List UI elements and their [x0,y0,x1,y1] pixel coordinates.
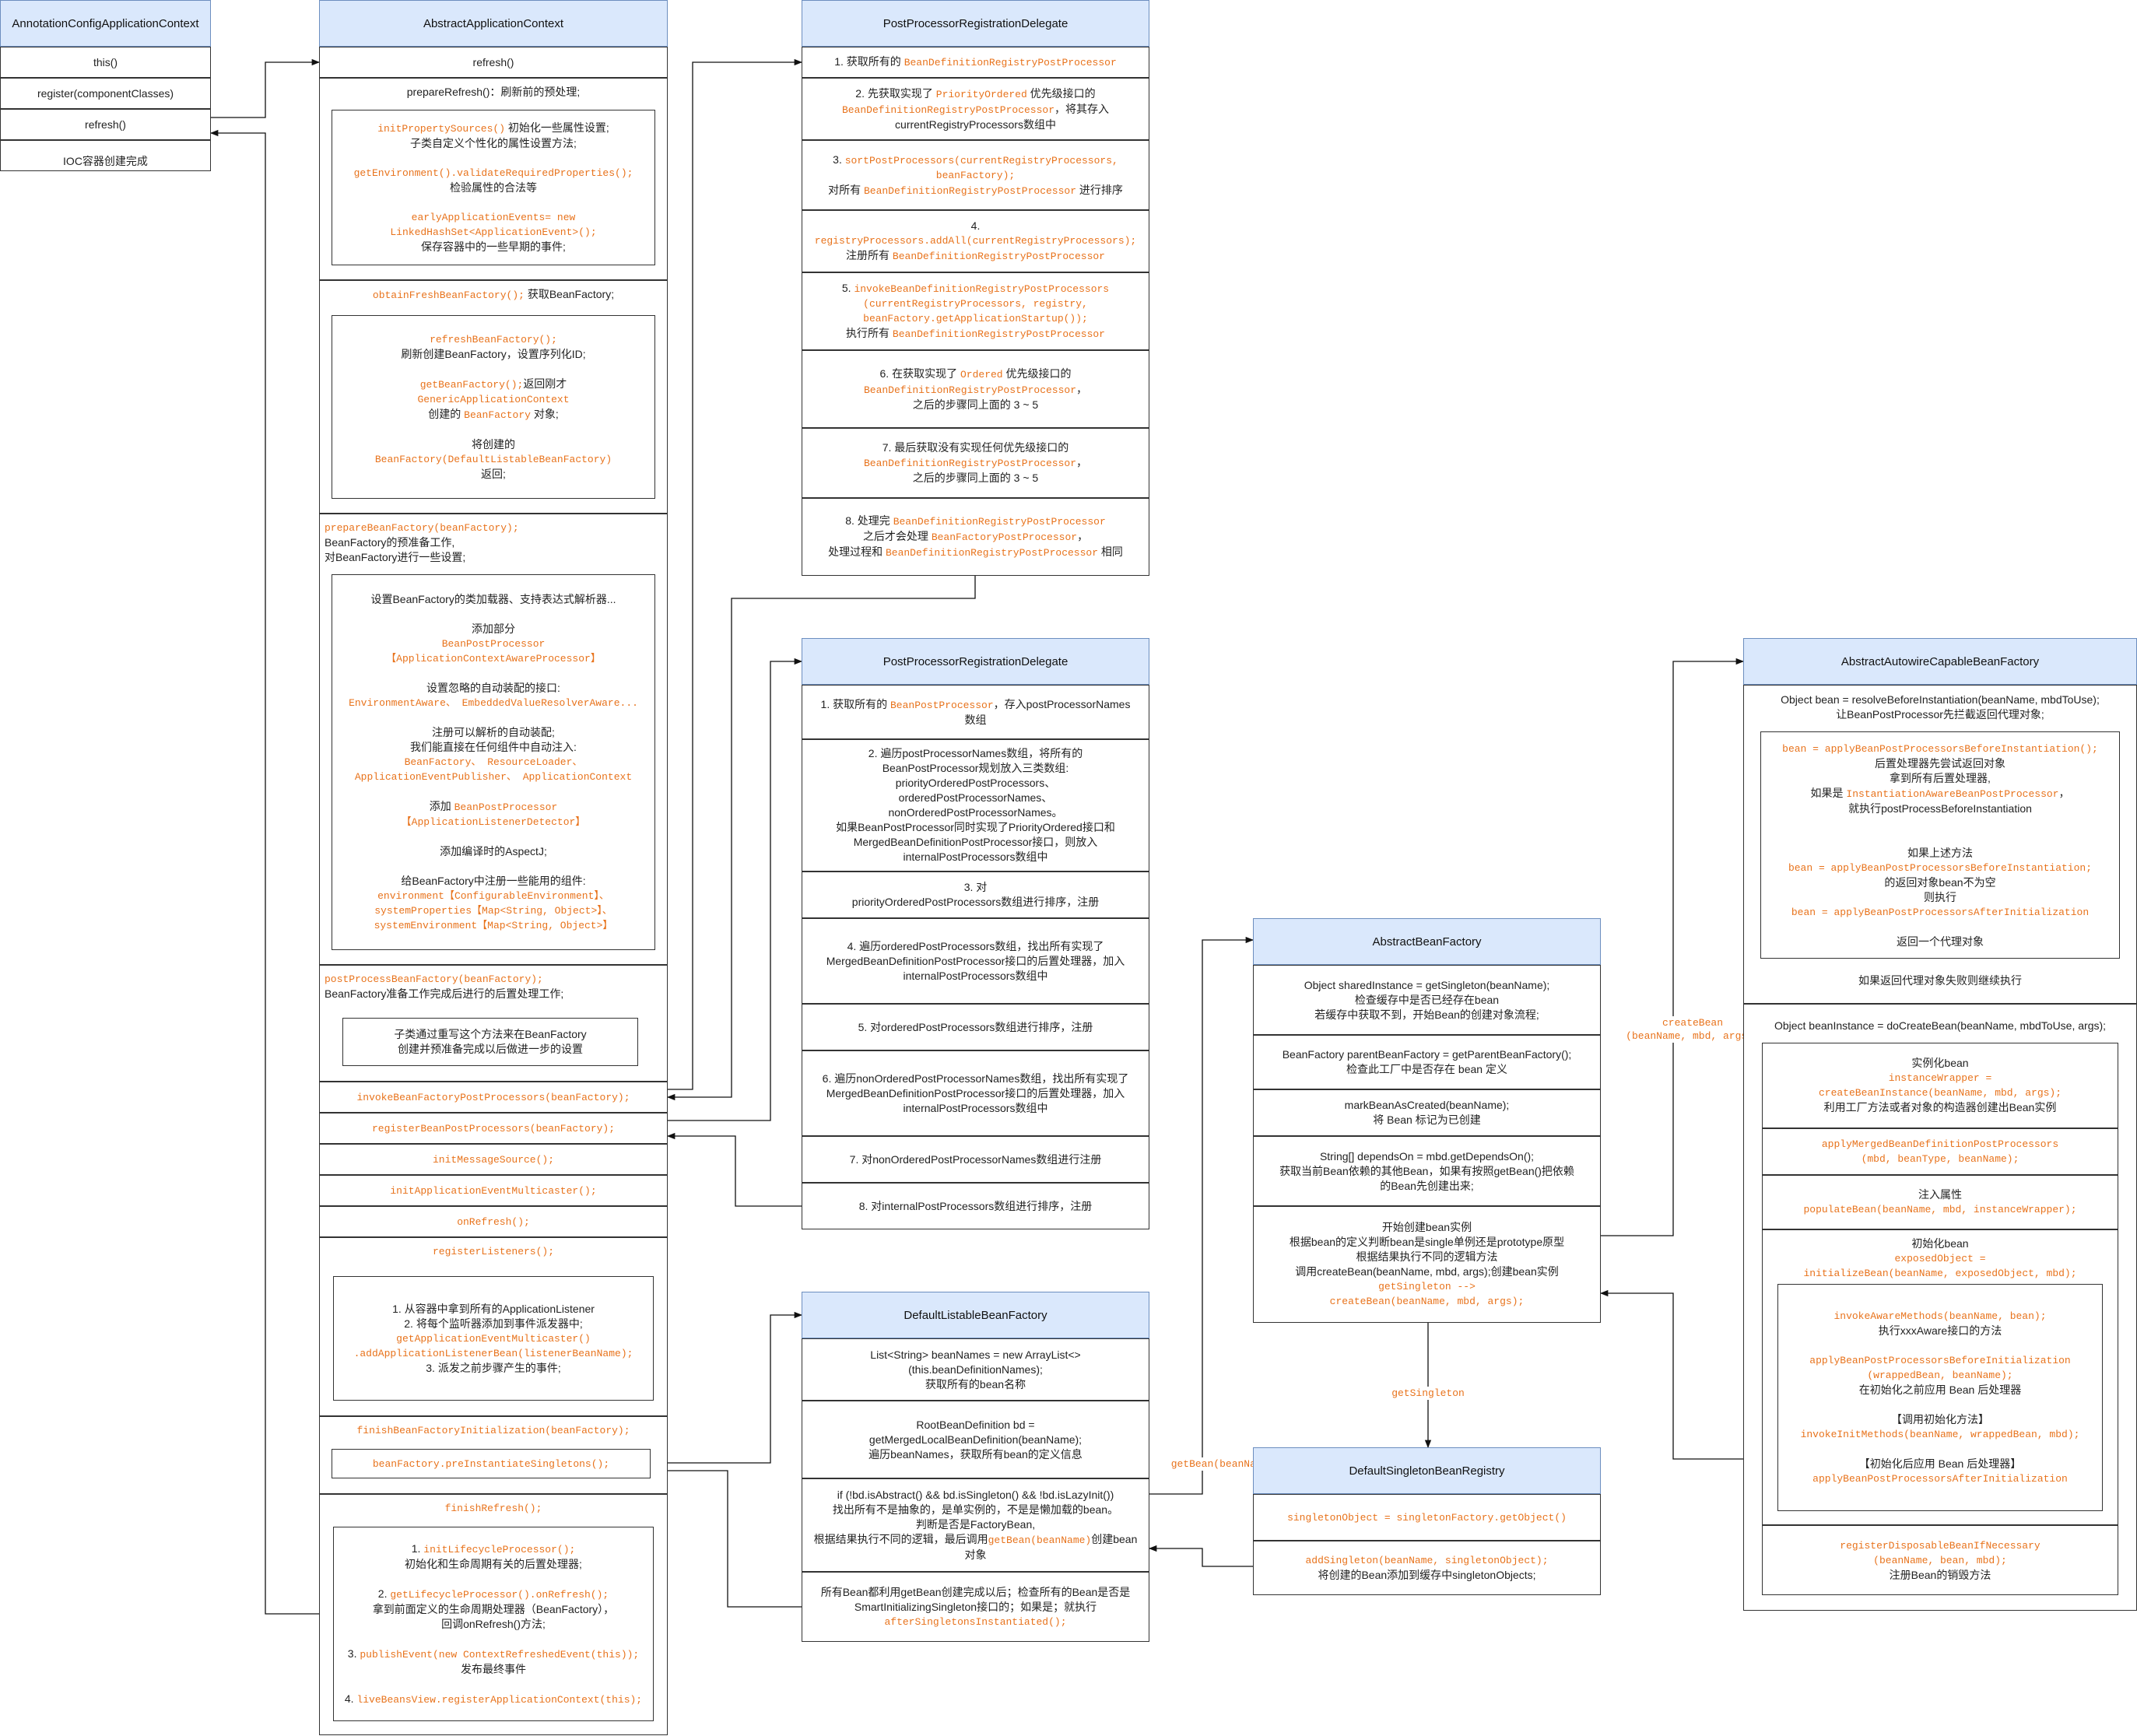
pprd1-row-8: 8. 处理完 BeanDefinitionRegistryPostProcess… [802,498,1149,576]
abf-title: AbstractBeanFactory [1253,918,1601,965]
pprd2-title: PostProcessorRegistrationDelegate [802,638,1149,685]
pprd2-row-3: 3. 对 priorityOrderedPostProcessors数组进行排序… [802,872,1149,918]
acac-row-done: IOC容器创建完成 [0,140,211,171]
edge-pprd2-return [666,1132,802,1207]
pprd2-row-4: 4. 遍历orderedPostProcessors数组，找出所有实现了 Mer… [802,918,1149,1004]
aacbf-merged-bd-pp: applyMergedBeanDefinitionPostProcessors … [1762,1128,2118,1175]
pprd1-row-5: 5. invokeBeanDefinitionRegistryPostProce… [802,272,1149,350]
dlbf-row-2: RootBeanDefinition bd = getMergedLocalBe… [802,1401,1149,1478]
abf-row-1: Object sharedInstance = getSingleton(bea… [1253,965,1601,1035]
pprd2-row-2: 2. 遍历postProcessorNames数组，将所有的 BeanPostP… [802,739,1149,872]
pprd1-row-4: 4. registryProcessors.addAll(currentRegi… [802,210,1149,272]
aac-title: AbstractApplicationContext [319,0,668,47]
abf-row-5: 开始创建bean实例 根据bean的定义判断bean是single单例还是pro… [1253,1206,1601,1323]
aacbf-register-disposable: registerDisposableBeanIfNecessary (beanN… [1762,1525,2118,1595]
edge-register-bpp [668,658,803,1121]
edge-label-get-bean: getBean(beanName) [1167,1457,1278,1471]
aac-register-listeners-inner: 1. 从容器中拿到所有的ApplicationListener 2. 将每个监听… [333,1276,654,1401]
pprd2-row-6: 6. 遍历nonOrderedPostProcessorNames数组，找出所有… [802,1050,1149,1136]
dlbf-row-1: List<String> beanNames = new ArrayList<>… [802,1338,1149,1401]
abf-row-2: BeanFactory parentBeanFactory = getParen… [1253,1035,1601,1089]
edge-preinstantiate [651,1311,803,1464]
edge-getbean [1149,936,1254,1495]
dlbf-title: DefaultListableBeanFactory [802,1292,1149,1338]
edge-pprd1-return [666,576,976,1101]
edge-label-get-singleton: getSingleton [1381,1387,1475,1400]
acac-row-this: this() [0,47,211,78]
pprd1-row-1: 1. 获取所有的 BeanDefinitionRegistryPostProce… [802,47,1149,78]
dsbr-row-2: addSingleton(beanName, singletonObject);… [1253,1541,1601,1595]
aacbf-create-bean-instance: 实例化bean instanceWrapper = createBeanInst… [1762,1043,2118,1128]
annotation-config-context-title: AnnotationConfigApplicationContext [0,0,211,47]
pprd2-row-5: 5. 对orderedPostProcessors数组进行排序，注册 [802,1004,1149,1050]
aac-refresh: refresh() [319,47,668,78]
aacbf-do-create-text: Object beanInstance = doCreateBean(beanN… [1774,1019,2107,1032]
pprd1-row-7: 7. 最后获取没有实现任何优先级接口的 BeanDefinitionRegist… [802,428,1149,498]
dlbf-row-4: 所有Bean都利用getBean创建完成以后；检查所有的Bean是否是 Smar… [802,1572,1149,1642]
pprd1-row-3: 3. sortPostProcessors(currentRegistryPro… [802,140,1149,210]
pprd2-row-8: 8. 对internalPostProcessors数组进行排序，注册 [802,1183,1149,1229]
pprd2-row-1: 1. 获取所有的 BeanPostProcessor，存入postProcess… [802,685,1149,739]
aacbf-fail-text: 如果返回代理对象失败则继续执行 [1858,974,2022,987]
dlbf-row-3: if (!bd.isAbstract() && bd.isSingleton()… [802,1478,1149,1572]
aac-post-process-inner: 子类通过重写这个方法来在BeanFactory 创建并预准备完成以后做进一步的设… [342,1018,638,1066]
pprd2-row-7: 7. 对nonOrderedPostProcessorNames数组进行注册 [802,1136,1149,1183]
abf-row-4: String[] dependsOn = mbd.getDependsOn();… [1253,1136,1601,1206]
aac-init-multicaster: initApplicationEventMulticaster(); [319,1175,668,1206]
aac-init-message-source: initMessageSource(); [319,1144,668,1175]
aac-obtain-bean-factory-inner: refreshBeanFactory(); 刷新创建BeanFactory，设置… [332,315,655,499]
aacbf-resolve-text: Object bean = resolveBeforeInstantiation… [1781,693,2100,721]
aac-prepare-refresh-inner: initPropertySources() 初始化一些属性设置; 子类自定义个性… [332,110,655,265]
aac-finish-refresh-inner: 1. initLifecycleProcessor(); 初始化和生命周期有关的… [333,1527,654,1721]
aac-pre-instantiate-singletons: beanFactory.preInstantiateSingletons(); [332,1449,651,1478]
pprd1-title: PostProcessorRegistrationDelegate [802,0,1149,47]
edge-refresh-call [211,58,321,118]
aacbf-populate-bean: 注入属性 populateBean(beanName, mbd, instanc… [1762,1175,2118,1229]
edge-aacbf-return [1599,1289,1743,1460]
acac-row-refresh: refresh() [0,109,211,140]
pprd1-row-6: 6. 在获取实现了 Ordered 优先级接口的 BeanDefinitionR… [802,350,1149,428]
dsbr-row-1: singletonObject = singletonFactory.getOb… [1253,1494,1601,1541]
pprd1-row-2: 2. 先获取实现了 PriorityOrdered 优先级接口的 BeanDef… [802,78,1149,140]
aacbf-title: AbstractAutowireCapableBeanFactory [1743,638,2137,685]
aac-register-bpp: registerBeanPostProcessors(beanFactory); [319,1113,668,1144]
aac-on-refresh: onRefresh(); [319,1206,668,1237]
aac-invoke-bfpp: invokeBeanFactoryPostProcessors(beanFact… [319,1082,668,1113]
dsbr-title: DefaultSingletonBeanRegistry [1253,1447,1601,1494]
edge-invoke-bfpp [668,58,803,1090]
edge-refresh-return [209,129,319,1615]
acac-row-register: register(componentClasses) [0,78,211,109]
abf-row-3: markBeanAsCreated(beanName); 将 Bean 标记为已… [1253,1089,1601,1136]
edge-dsbr-return [1148,1545,1253,1567]
edge-dlbf-return [649,1467,802,1608]
aacbf-initialize-bean-inner: invokeAwareMethods(beanName, bean); 执行xx… [1777,1284,2103,1511]
edge-createbean [1601,658,1745,1236]
aac-prepare-bean-factory-inner: 设置BeanFactory的类加载器、支持表达式解析器... 添加部分 Bean… [332,574,655,950]
aacbf-resolve-inner: bean = applyBeanPostProcessorsBeforeInst… [1760,731,2120,959]
